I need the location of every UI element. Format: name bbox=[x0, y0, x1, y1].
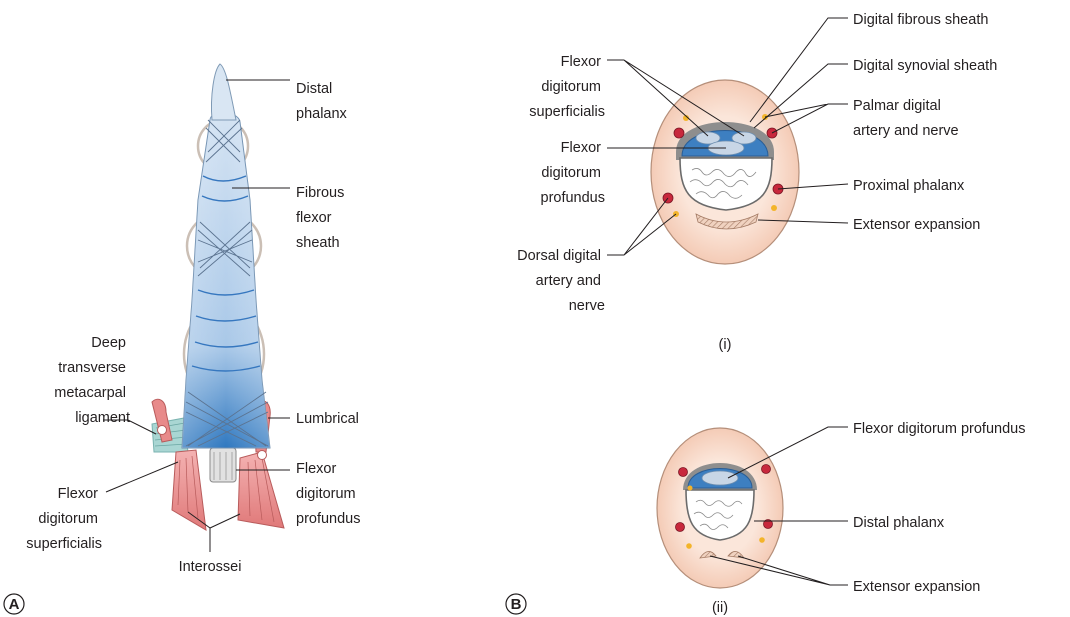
label-distal-phalanx: Distal phalanx bbox=[296, 81, 348, 122]
label-lumbrical: Lumbrical bbox=[296, 411, 359, 427]
label-palmar-digital-artery-and-nerve: Palmar digital artery and nerve bbox=[853, 98, 959, 139]
label-flexor-digitorum-profundus-a: Flexor digitorum profundus bbox=[296, 461, 361, 527]
label-dorsal-digital-artery-and-nerve: Dorsal digital artery and nerve bbox=[517, 248, 605, 314]
label-extensor-expansion-ii: Extensor expansion bbox=[853, 579, 980, 595]
label-proximal-phalanx: Proximal phalanx bbox=[853, 178, 965, 194]
interosseus-right bbox=[238, 452, 284, 528]
label-digital-fibrous-sheath: Digital fibrous sheath bbox=[853, 12, 988, 28]
distal-phalanx-tip bbox=[211, 64, 236, 120]
label-extensor-expansion-i: Extensor expansion bbox=[853, 217, 980, 233]
label-fibrous-flexor-sheath: Fibrous flexor sheath bbox=[296, 185, 348, 251]
panel-letter-b: B bbox=[511, 596, 522, 613]
label-flexor-digitorum-superficialis-a: Flexor digitorum superficialis bbox=[26, 486, 102, 552]
label-flexor-digitorum-profundus-ii: Flexor digitorum profundus bbox=[853, 421, 1025, 437]
label-distal-phalanx-ii: Distal phalanx bbox=[853, 515, 945, 531]
label-flexor-digitorum-superficialis-b: Flexor digitorum superficialis bbox=[529, 54, 605, 120]
caption-section-ii: (ii) bbox=[712, 600, 728, 616]
label-deep-transverse-metacarpal-ligament: Deep transverse metacarpal ligament bbox=[54, 335, 130, 426]
panel-a: Distal phalanx Fibrous flexor sheath Dee… bbox=[4, 64, 361, 614]
caption-section-i: (i) bbox=[719, 337, 732, 353]
label-interossei: Interossei bbox=[179, 559, 242, 575]
panel-b-section-ii: (ii) Flexor digitorum profundus Distal p… bbox=[506, 421, 1025, 616]
panel-b-section-i: (i) Flexor digitorum superficialis Flexo… bbox=[517, 12, 997, 353]
panel-letter-a: A bbox=[9, 596, 20, 613]
label-digital-synovial-sheath: Digital synovial sheath bbox=[853, 58, 997, 74]
label-flexor-digitorum-profundus-b: Flexor digitorum profundus bbox=[541, 140, 606, 206]
